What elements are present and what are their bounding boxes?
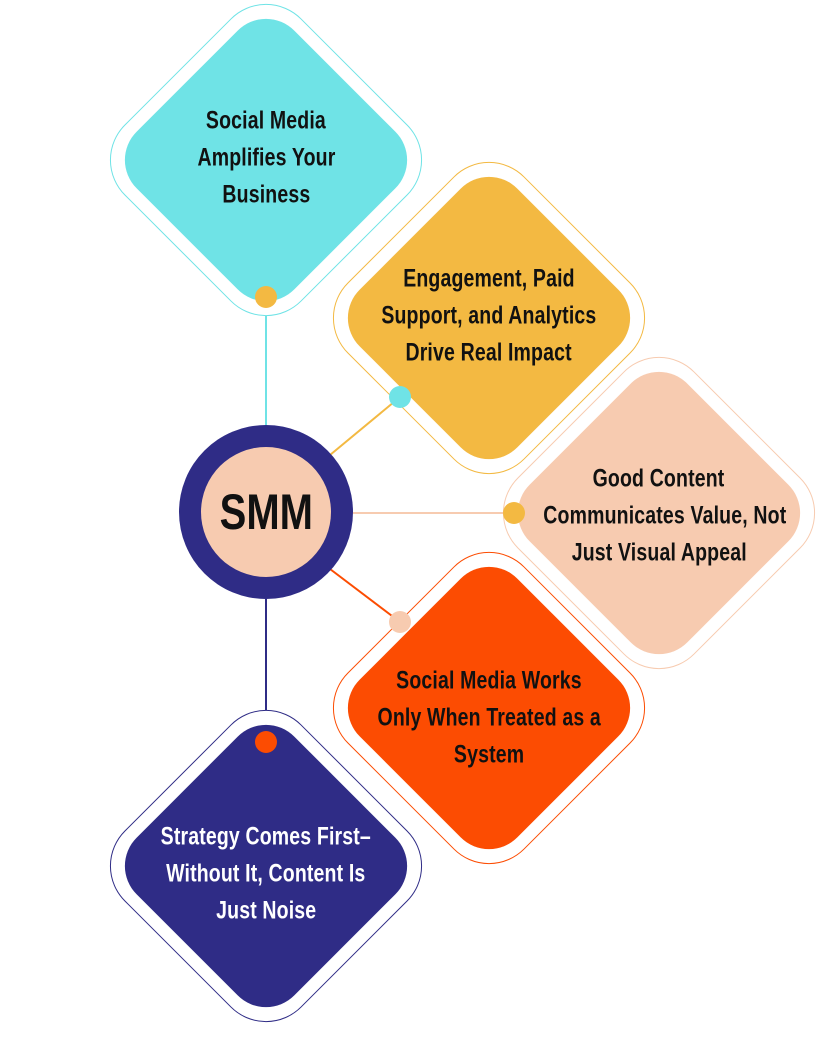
node-3-line-3: Just Visual Appeal: [571, 538, 747, 567]
connector-dot-3: [503, 502, 525, 524]
connector-dot-5: [255, 731, 277, 753]
node-5-line-1: Strategy Comes First–: [160, 822, 372, 851]
node-3-line-1: Good Content: [593, 464, 725, 493]
node-5-line-2: Without It, Content Is: [166, 859, 366, 888]
center-label: SMM: [219, 484, 313, 540]
node-1-line-1: Social Media: [206, 106, 326, 135]
node-5-label: Strategy Comes First– Without It, Conten…: [116, 819, 416, 930]
node-1-line-2: Amplifies Your: [196, 143, 335, 172]
node-2-line-1: Engagement, Paid: [403, 264, 575, 293]
node-2-line-2: Support, and Analytics: [381, 301, 597, 330]
node-4-label: Social Media Works Only When Treated as …: [339, 663, 639, 774]
connector-dot-2: [389, 386, 411, 408]
node-3-line-2: Communicates Value, Not: [543, 501, 787, 530]
center-hub-inner: SMM: [201, 447, 331, 577]
connector-line-4: [329, 568, 401, 623]
node-4-line-1: Social Media Works: [396, 666, 582, 695]
node-4-line-3: System: [453, 740, 525, 769]
node-2-label: Engagement, Paid Support, and Analytics …: [339, 261, 639, 372]
connector-dot-1: [255, 286, 277, 308]
connector-dot-4: [389, 611, 411, 633]
node-4-line-2: Only When Treated as a: [377, 703, 601, 732]
node-1-line-3: Business: [222, 180, 310, 209]
node-5-line-3: Just Noise: [215, 896, 317, 925]
connector-line-2: [329, 396, 401, 456]
node-3-label: Good Content Communicates Value, Not Jus…: [509, 461, 809, 572]
center-hub: SMM: [179, 425, 353, 599]
node-1-label: Social Media Amplifies Your Business: [116, 103, 416, 214]
node-2-line-3: Drive Real Impact: [405, 338, 573, 367]
